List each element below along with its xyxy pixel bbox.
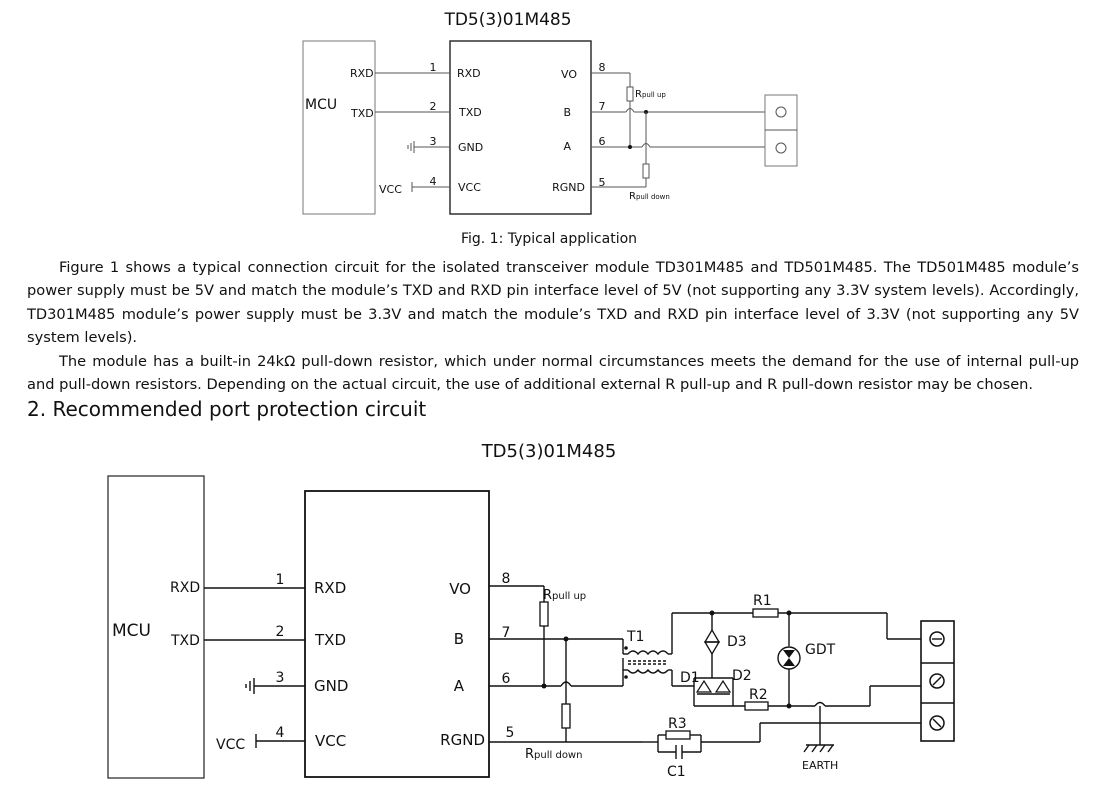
fig2-mcu-vcc: VCC [216,737,245,753]
fig2-terminal-screw-1 [929,631,945,647]
fig2-earth-icon [803,744,834,753]
fig1-pin-7-num: 7 [599,100,606,113]
fig1-r-pullup-resistor [626,86,634,102]
fig2-pin-6-num: 6 [502,671,511,687]
fig2-r2-label: R2 [749,687,768,703]
fig1-r-pullup-label: Rpull up [635,89,666,100]
fig1-pin-2-num: 2 [430,100,437,113]
fig2-r3-label: R3 [668,716,687,732]
figure-1-circuit: TD5(3)01M485 MCU RXD TXD VCC 1 2 3 4 RXD… [302,10,798,247]
fig1-terminal-screw-2 [775,142,787,154]
fig2-pin-rxd-label: RXD [314,579,346,597]
fig1-caption: Fig. 1: Typical application [461,231,637,247]
fig2-earth-label: EARTH [802,759,838,772]
fig2-pin-4-num: 4 [276,725,285,741]
fig2-t1-label: T1 [626,629,644,645]
fig2-d1-d2-diodes [671,670,745,707]
fig2-d3-label: D3 [727,634,747,650]
fig2-pin-a-label: A [454,677,465,695]
fig2-r-pullup-label: Rpull up [543,588,586,603]
fig2-mcu-box [107,475,205,779]
fig2-pin-7-num: 7 [502,625,511,641]
fig1-r-pulldown-resistor [642,163,650,179]
fig1-pin-8-num: 8 [599,61,606,74]
fig2-pin-8-num: 8 [502,571,511,587]
fig1-pin-vcc-label: VCC [458,181,481,194]
fig1-pin-gnd-label: GND [458,141,483,154]
fig2-pin-gnd-label: GND [314,677,348,695]
fig2-pin-b-label: B [454,630,464,648]
fig2-mcu-label: MCU [112,621,151,641]
fig2-pin-txd-label: TXD [314,631,346,649]
fig2-pin-vo-label: VO [449,580,471,598]
fig2-c1-label: C1 [667,764,686,780]
fig1-pin-5-num: 5 [599,176,606,189]
fig1-mcu-vcc: VCC [379,183,402,196]
fig2-transformer-t1 [622,639,672,686]
fig1-terminal-screw-1 [775,106,787,118]
fig2-c1-capacitor [675,745,683,759]
fig2-d3-diode [703,613,721,678]
fig2-pin-3-num: 3 [276,670,285,686]
fig2-pin-rgnd-label: RGND [440,731,485,749]
fig2-gdt [777,613,801,706]
fig1-pin-6-num: 6 [599,135,606,148]
fig1-pin-4-num: 4 [430,175,437,188]
fig1-pin-rgnd-label: RGND [552,181,585,194]
fig2-gdt-label: GDT [805,642,836,658]
fig1-pin-a-label: A [563,140,571,153]
fig2-module-box [304,490,490,778]
fig2-pin-vcc-label: VCC [315,732,346,750]
fig1-pin-b-label: B [563,106,571,119]
fig2-pin-2-num: 2 [276,624,285,640]
fig1-mcu-rxd: RXD [350,67,374,80]
fig1-module-box [449,40,592,215]
fig1-pin-1-num: 1 [430,61,437,74]
fig2-d1-label: D1 [680,670,700,686]
fig2-terminal-screw-3 [929,715,945,731]
fig2-title: TD5(3)01M485 [481,441,617,462]
section-heading: 2. Recommended port protection circuit [27,397,427,421]
fig2-r-pulldown-label: Rpull down [525,747,582,762]
fig2-pin-1-num: 1 [276,572,285,588]
fig1-mcu-box [302,40,376,215]
fig2-r-pullup-resistor [539,601,549,627]
fig1-pin-txd-label: TXD [458,106,482,119]
fig2-mcu-txd: TXD [170,633,200,649]
paragraph-2: The module has a built-in 24kΩ pull-down… [27,352,1079,394]
paragraph-1: Figure 1 shows a typical connection circ… [27,259,1079,347]
fig2-mcu-rxd: RXD [170,580,200,596]
fig2-ground-icon [245,678,255,694]
description-text: Figure 1 shows a typical connection circ… [27,256,1079,396]
fig1-pin-3-num: 3 [430,135,437,148]
fig1-pin-vo-label: VO [561,68,577,81]
fig2-pin-5-num: 5 [506,725,515,741]
fig1-mcu-label: MCU [305,97,337,113]
fig2-terminal-block [920,620,955,742]
fig2-r1-label: R1 [753,593,772,609]
fig2-r3-resistor [665,730,691,740]
fig1-title: TD5(3)01M485 [443,10,571,30]
fig1-r-pulldown-label: Rpull down [629,191,670,202]
fig1-ground-icon [407,141,415,153]
fig2-r1-resistor [752,608,779,618]
fig2-r2-resistor [744,701,769,711]
fig1-mcu-txd: TXD [350,107,374,120]
fig2-d2-label: D2 [732,668,752,684]
fig2-terminal-screw-2 [929,673,945,689]
fig1-pin-rxd-label: RXD [457,67,481,80]
fig2-r-pulldown-resistor [561,703,571,729]
